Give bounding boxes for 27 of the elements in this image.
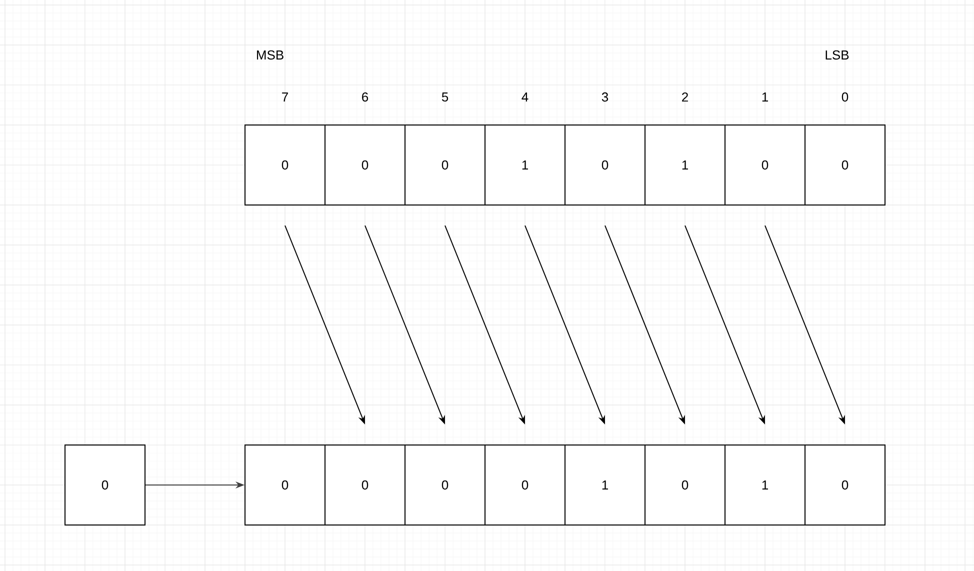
- bit-index: 3: [602, 92, 608, 102]
- bit-cell: 0: [324, 124, 406, 206]
- bit-cell: 0: [404, 444, 486, 526]
- bit-cell: 1: [724, 444, 806, 526]
- bit-cell: 0: [244, 124, 326, 206]
- bit-index: 4: [522, 92, 528, 102]
- bit-cell: 1: [484, 124, 566, 206]
- bit-index: 6: [362, 92, 368, 102]
- bit-cell: 0: [324, 444, 406, 526]
- bit-cell: 0: [484, 444, 566, 526]
- bit-index: 7: [282, 92, 288, 102]
- bit-cell: 1: [644, 124, 726, 206]
- bit-index: 0: [842, 92, 848, 102]
- bit-index: 1: [762, 92, 768, 102]
- bit-index: 5: [442, 92, 448, 102]
- bit-cell: 0: [804, 444, 886, 526]
- bit-cell: 0: [564, 124, 646, 206]
- bit-cell: 0: [804, 124, 886, 206]
- bit-order-label: LSB: [826, 50, 849, 60]
- bit-order-label: MSB: [256, 50, 284, 60]
- bit-index: 2: [682, 92, 688, 102]
- bit-cell: 0: [64, 444, 146, 526]
- bit-cell: 0: [724, 124, 806, 206]
- bit-cell: 1: [564, 444, 646, 526]
- bit-cell: 0: [644, 444, 726, 526]
- bit-cell: 0: [404, 124, 486, 206]
- bit-cell: 0: [244, 444, 326, 526]
